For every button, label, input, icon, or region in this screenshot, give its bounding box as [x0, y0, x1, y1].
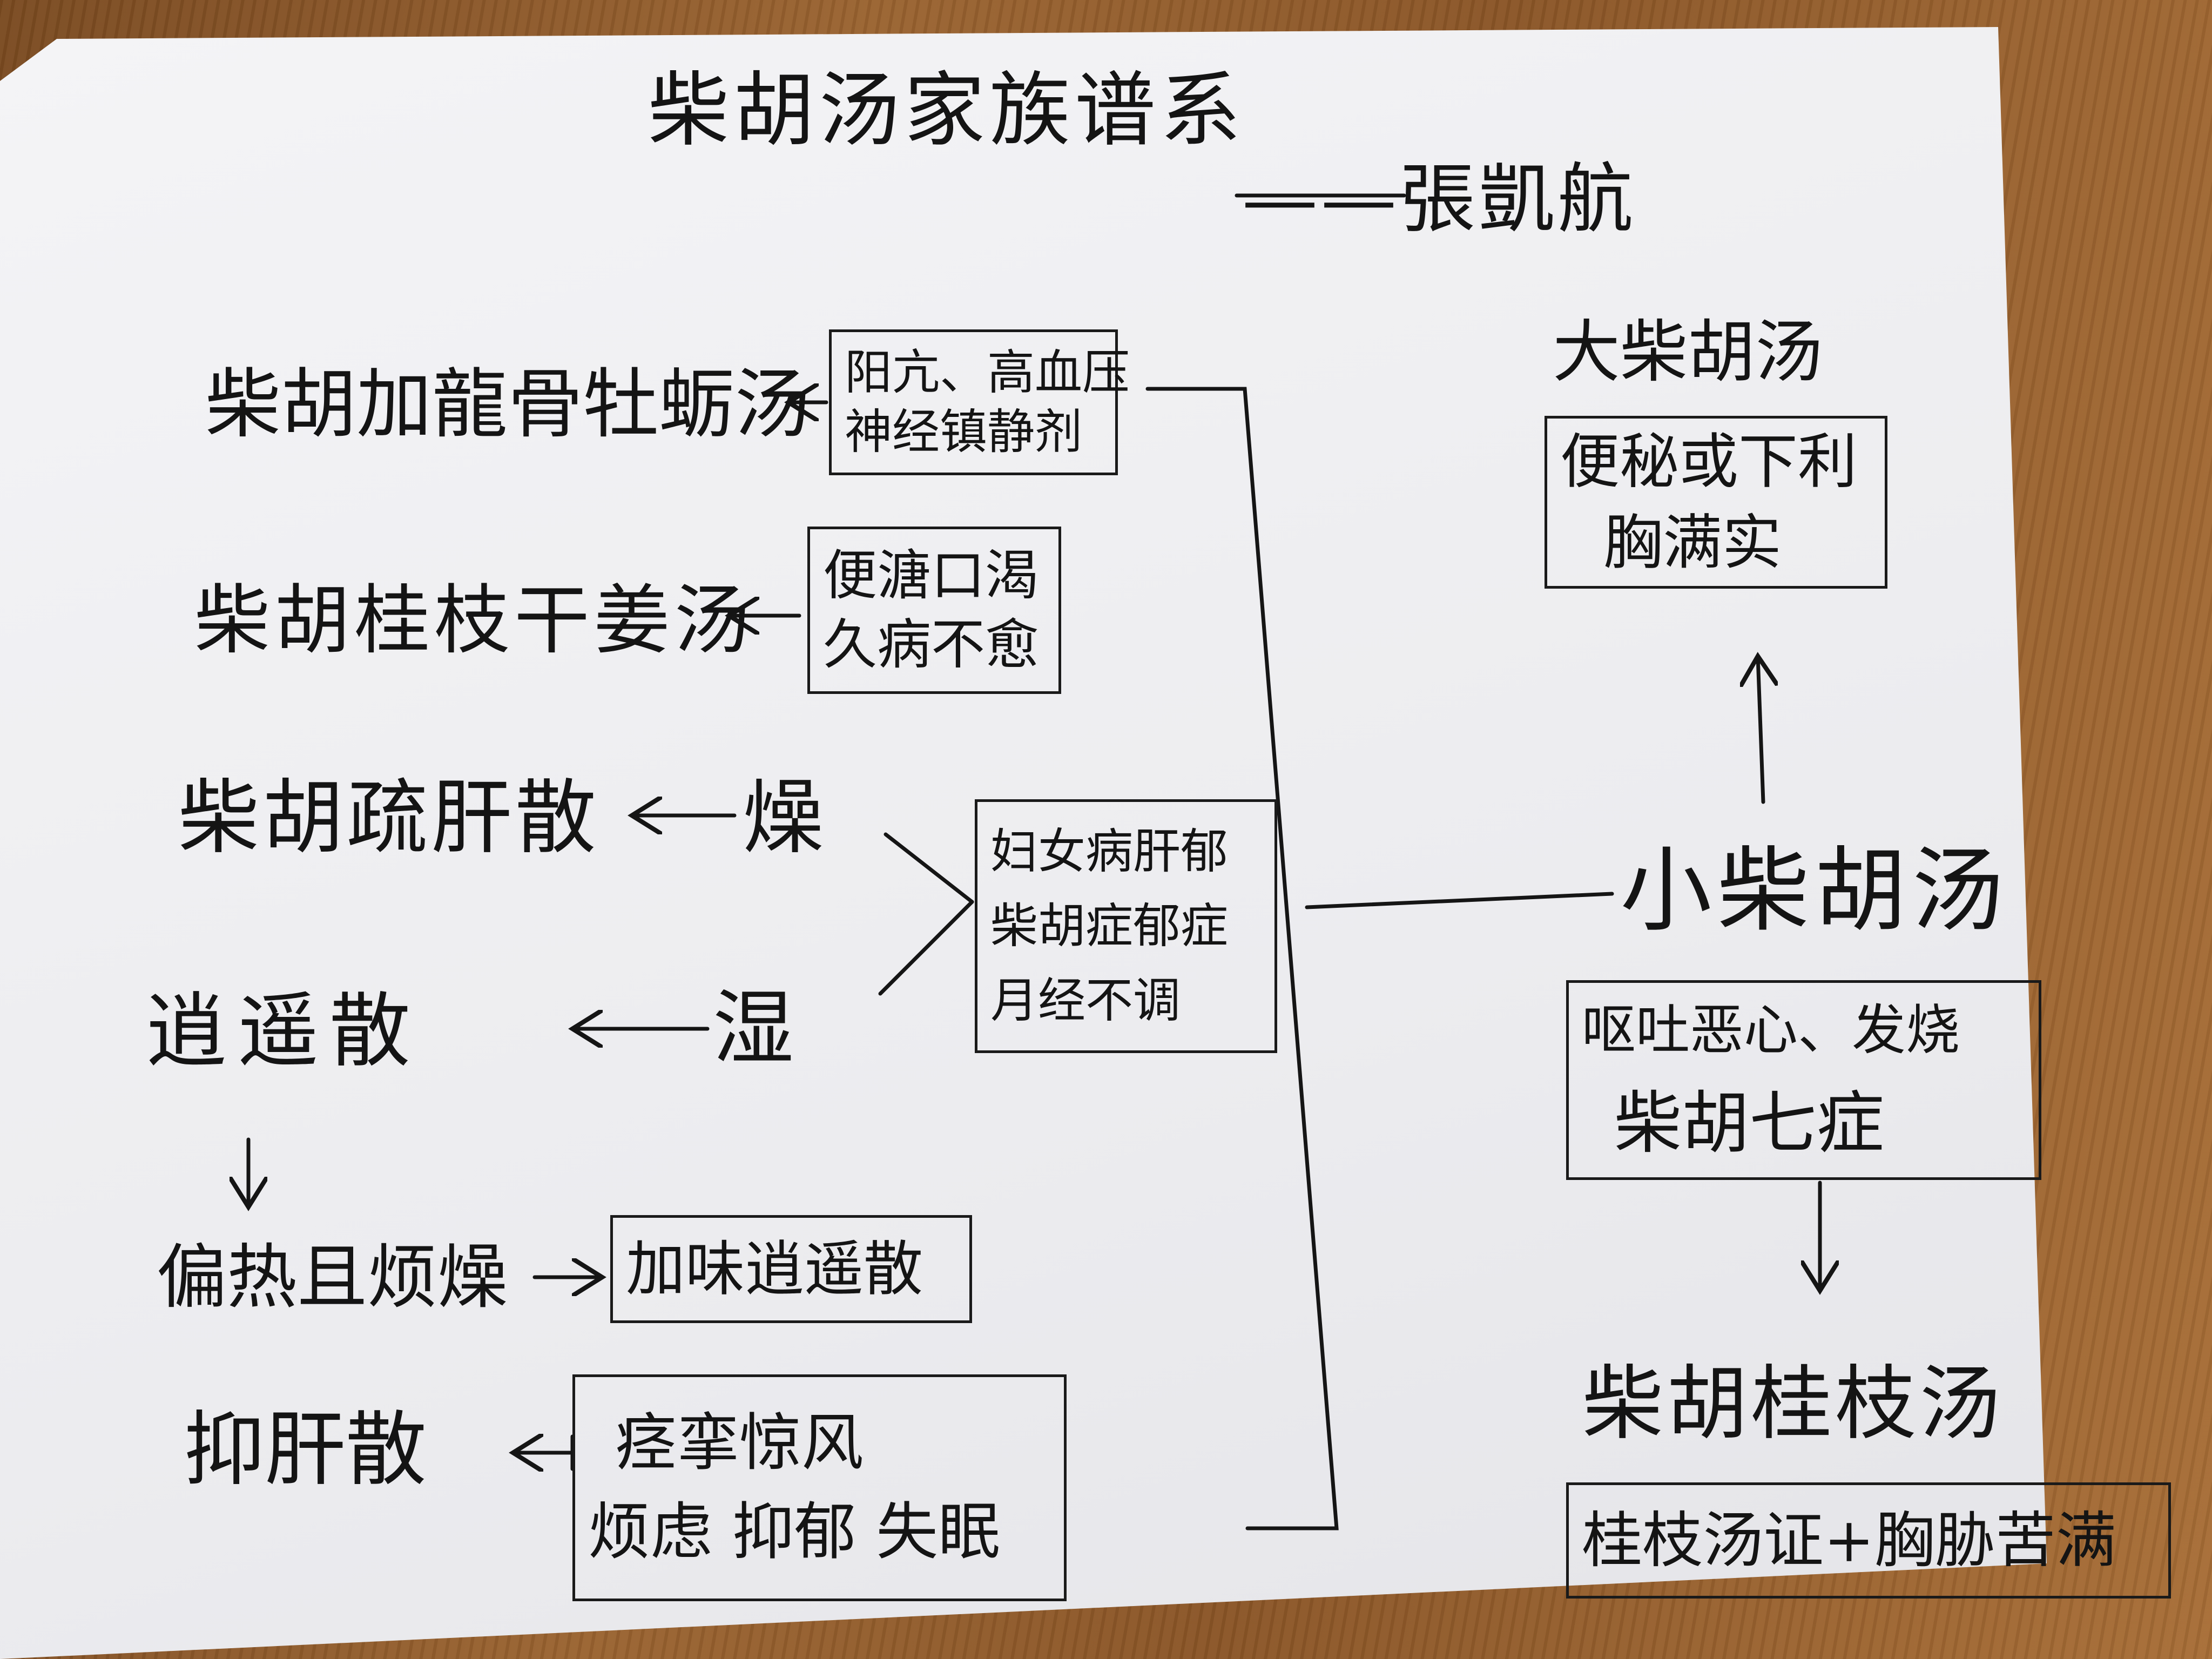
box-chaihu-guizhi-symptoms: 桂枝汤证+胸胁苦满 [1566, 1482, 2171, 1599]
condition-damp: 湿 [713, 982, 794, 1076]
box-da-chaihu-symptoms: 便秘或下利 胸满实 [1545, 416, 1887, 589]
formula-da-chaihu: 大柴胡汤 [1553, 313, 1823, 392]
diagram-title: 柴胡汤家族谱系 [648, 64, 1246, 158]
box-yigan-symptoms: 痉挛惊风 烦虑 抑郁 失眠 [572, 1374, 1067, 1601]
formula-shugan-san: 柴胡疏肝散 [178, 771, 600, 865]
condition-heat-irritability: 偏热且烦燥 [157, 1236, 508, 1318]
condition-dry: 燥 [743, 771, 824, 865]
spine-line [1145, 387, 1339, 1530]
women-text: 月经不调 [990, 973, 1181, 1028]
box-jiawei-xiaoyao: 加味逍遥散 [610, 1215, 972, 1323]
symptom-text: 便溏口渴 [823, 544, 1039, 607]
symptom-text: 烦虑 抑郁 失眠 [588, 1496, 1001, 1568]
symptom-text: 痉挛惊风 [615, 1407, 864, 1479]
formula-xiao-chaihu: 小柴胡汤 [1620, 838, 2009, 945]
symptom-text: 久病不愈 [823, 613, 1039, 676]
formula-yigan-san: 抑肝散 [184, 1403, 427, 1497]
formula-guizhi-ganjiang: 柴胡桂枝干姜汤 [194, 577, 754, 665]
symptom-text: 柴胡七症 [1614, 1084, 1884, 1163]
symptom-text: 呕吐恶心、发烧 [1582, 998, 1960, 1062]
box-longgu-symptoms: 阳亢、高血压 神经镇静剂 [829, 329, 1130, 475]
formula-jiawei-xiaoyao: 加味逍遥散 [626, 1235, 923, 1304]
spine-to-center-line [1305, 892, 1614, 909]
symptom-text: 桂枝汤证+胸胁苦满 [1582, 1505, 2116, 1576]
fork-lower-line [878, 900, 974, 996]
box-guizhi-ganjiang-symptoms: 便溏口渴 久病不愈 [807, 527, 1061, 694]
symptom-text: 胸满实 [1603, 508, 1782, 577]
author-name: ——張凱航 [1242, 156, 1637, 244]
women-text: 柴胡症郁症 [990, 898, 1229, 954]
formula-chaihu-guizhi: 柴胡桂枝汤 [1582, 1357, 2004, 1451]
box-xiao-chaihu-symptoms: 呕吐恶心、发烧 柴胡七症 [1566, 980, 2041, 1180]
formula-xiaoyao-san: 逍遥散 [146, 984, 422, 1078]
arrow-to-dachaihu [1758, 656, 1763, 804]
fork-upper-line [884, 832, 974, 904]
symptom-text: 便秘或下利 [1560, 427, 1857, 496]
symptom-text: 神经镇静剂 [845, 404, 1083, 460]
box-women-disease: 妇女病肝郁 柴胡症郁症 月经不调 [975, 799, 1277, 1053]
women-text: 妇女病肝郁 [990, 824, 1229, 879]
symptom-text: 阳亢、高血压 [845, 345, 1130, 400]
formula-longgu-muli: 柴胡加龍骨牡蛎汤 [205, 361, 811, 449]
